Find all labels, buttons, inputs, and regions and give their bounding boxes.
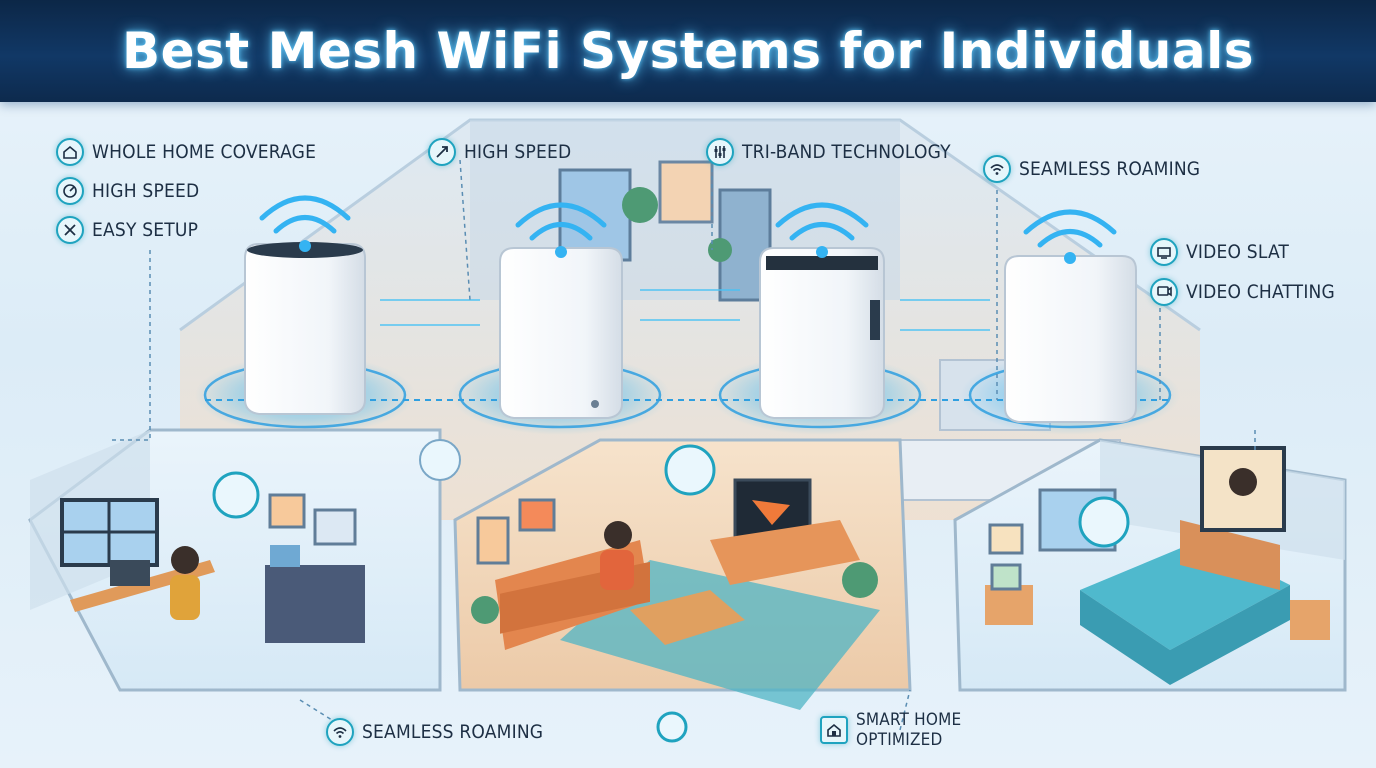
wifi-badge-icon (664, 444, 716, 496)
signal-node-icon (656, 711, 688, 743)
device-icon (1150, 238, 1178, 266)
plant (842, 562, 878, 598)
wifi-dot-icon (1064, 252, 1076, 264)
wifi-icon (983, 155, 1011, 183)
wifi-signal-icon (515, 202, 607, 241)
feature-label: VIDEO CHATTING (1186, 281, 1335, 303)
feature-label: SEAMLESS ROAMING (362, 721, 544, 743)
feature-whole-home-coverage: WHOLE HOME COVERAGE (56, 137, 316, 167)
feature-label: EASY SETUP (92, 219, 199, 241)
wall-frame (313, 508, 357, 546)
feature-tri-band: TRI-BAND TECHNOLOGY (706, 137, 951, 167)
router-4 (1004, 255, 1137, 423)
wall-frame (990, 563, 1022, 591)
wall-frame (518, 498, 556, 532)
tv-stand (710, 520, 860, 585)
connector-line (899, 689, 911, 731)
person-working (171, 546, 199, 574)
wifi-badge-icon (212, 471, 260, 519)
wifi-icon (326, 718, 354, 746)
wall-frame (988, 523, 1024, 555)
feature-label: HIGH SPEED (464, 141, 572, 163)
wifi-dot-icon (299, 240, 311, 252)
video-call-bubble (1078, 496, 1130, 548)
feature-smart-home: SMART HOME OPTIMIZED (820, 708, 996, 752)
plant (471, 596, 499, 624)
feature-label: WHOLE HOME COVERAGE (92, 141, 317, 163)
person-relaxing (604, 521, 632, 549)
sliders-icon (706, 138, 734, 166)
wall-frame (268, 493, 306, 529)
back-plant-2 (708, 238, 732, 262)
speedometer-icon (56, 177, 84, 205)
rocket-icon (428, 138, 456, 166)
wifi-signal-icon (1023, 209, 1117, 248)
nightstand (985, 585, 1033, 625)
feature-label: VIDEO SLAT (1186, 241, 1290, 263)
feature-label: HIGH SPEED (92, 180, 200, 202)
feature-easy-setup: EASY SETUP (56, 215, 198, 245)
feature-seamless-roaming-top: SEAMLESS ROAMING (983, 154, 1200, 184)
title-banner (0, 0, 1376, 102)
wall-picture (658, 160, 714, 224)
wall-frame (476, 516, 510, 565)
coffee-table (630, 590, 745, 645)
feature-video-slat: VIDEO SLAT (1150, 237, 1289, 267)
smart-home-icon (820, 716, 848, 744)
video-call-screen (1200, 446, 1286, 532)
feature-video-chatting: VIDEO CHATTING (1150, 277, 1335, 307)
feature-label: TRI-BAND TECHNOLOGY (742, 141, 951, 163)
nightstand (1290, 600, 1330, 640)
office-bookshelf (265, 565, 365, 643)
wifi-signal-icon (259, 195, 351, 234)
feature-seamless-roaming-bottom: SEAMLESS ROAMING (326, 717, 543, 747)
laptop (110, 560, 150, 586)
router-1 (244, 242, 366, 415)
feature-label: SEAMLESS ROAMING (1019, 158, 1201, 180)
wifi-signal-icon (775, 202, 869, 241)
page-title: Best Mesh WiFi Systems for Individuals (121, 22, 1254, 80)
back-plant (622, 187, 658, 223)
tools-icon (56, 216, 84, 244)
connector-line (110, 250, 151, 441)
feature-high-speed: HIGH SPEED (56, 176, 199, 206)
wifi-dot-icon (816, 246, 828, 258)
cloud-icon (419, 439, 461, 481)
router-2 (499, 247, 623, 419)
wifi-dot-icon (555, 246, 567, 258)
feature-label: SMART HOME OPTIMIZED (856, 710, 962, 750)
router-3 (759, 247, 885, 419)
home-icon (56, 138, 84, 166)
headboard (1180, 520, 1280, 590)
feature-high-speed-node: HIGH SPEED (428, 137, 571, 167)
chat-icon (1150, 278, 1178, 306)
